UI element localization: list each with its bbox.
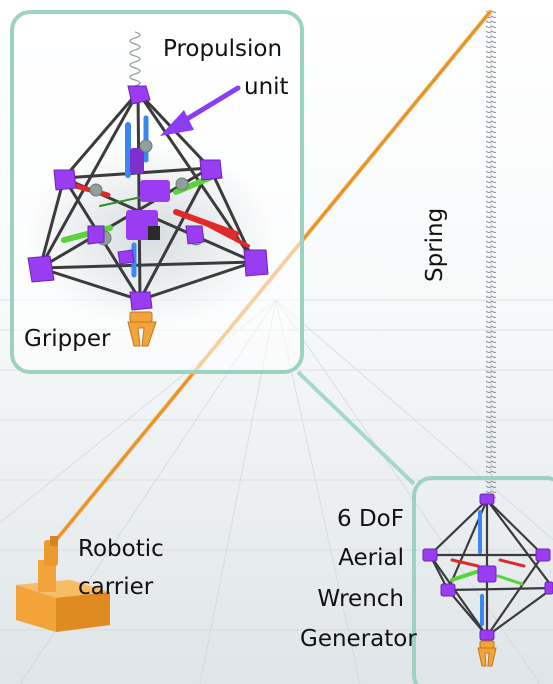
propulsion-arrow [160,85,241,136]
label-propulsion-line1: Propulsion [163,36,283,62]
robotic-carrier [16,536,110,632]
label-spring: Spring [422,207,448,282]
label-gripper: Gripper [24,326,111,352]
label-propulsion-line2: unit [244,74,289,100]
label-awg-line4: Generator [300,626,417,652]
spring [486,10,496,500]
awg-large-core [126,148,170,240]
awg-large-nodes [27,85,269,311]
awg-small [422,493,553,667]
inset-connector-left [296,370,416,486]
label-awg-line2: Aerial [338,545,404,571]
label-robotic-line1: Robotic [78,536,164,562]
label-robotic-line2: carrier [78,574,154,600]
awg-large [25,31,275,347]
awg-large-spring [129,31,141,87]
label-awg-line1: 6 DoF [337,506,404,532]
inset-frame-awg [412,476,553,684]
label-awg-line3: Wrench [317,586,404,612]
awg-large-gripper [127,311,157,347]
